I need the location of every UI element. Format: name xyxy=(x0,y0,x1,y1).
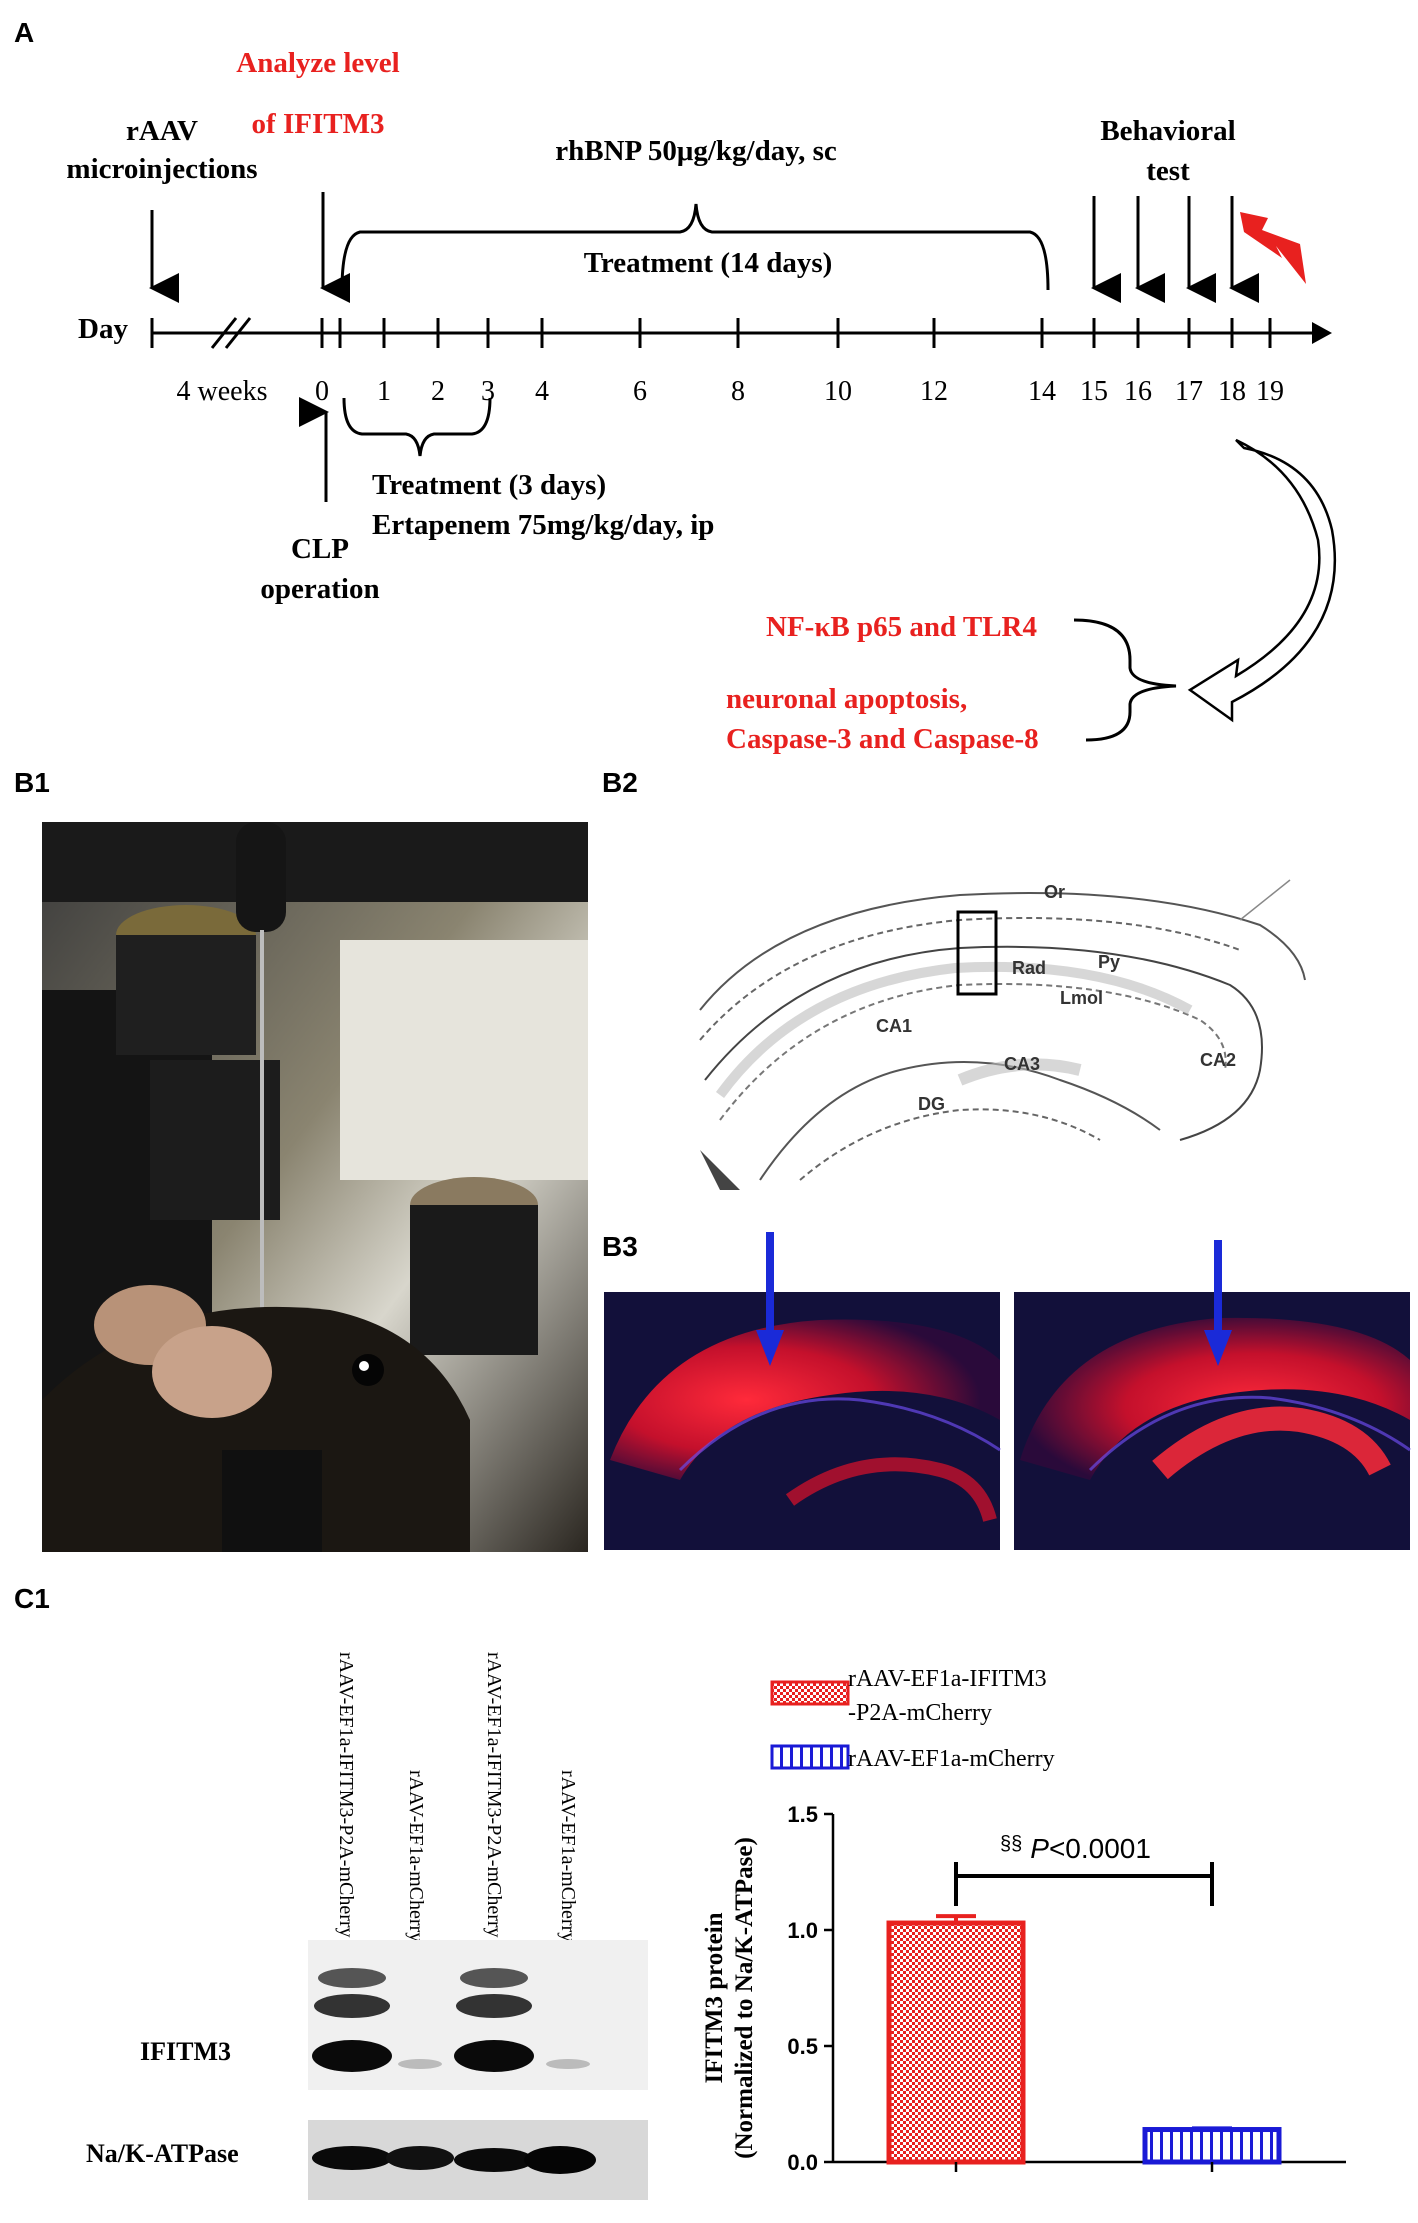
y-axis-label-2: (Normalized to Na/K-ATPase) xyxy=(731,1837,758,2159)
bar-mcherry xyxy=(1142,2127,1282,2165)
atlas-label-rad: Rad xyxy=(1012,958,1046,978)
bar-ifitm3 xyxy=(886,1920,1026,2165)
apoptosis-label-2: Caspase-3 and Caspase-8 xyxy=(726,723,1039,755)
treatment3-label: Treatment (3 days) xyxy=(372,469,606,501)
atlas-label-dg: DG xyxy=(918,1094,945,1114)
atlas-label-ca2: CA2 xyxy=(1200,1050,1236,1070)
apoptosis-label-1: neuronal apoptosis, xyxy=(726,683,967,715)
treatment14-label: Treatment (14 days) xyxy=(584,247,833,279)
shock-icon xyxy=(1240,212,1306,284)
y-tick-label: 1.5 xyxy=(787,1802,818,1827)
atlas-label-lmol: Lmol xyxy=(1060,988,1103,1008)
raav-label-2: microinjections xyxy=(66,153,257,185)
day-label-16: 16 xyxy=(1124,376,1152,407)
y-axis-label-1: IFITM3 protein xyxy=(701,1912,728,2083)
western-blot-ifitm3 xyxy=(308,1940,648,2090)
day-label-10: 10 xyxy=(824,376,852,407)
ertapenem-label: Ertapenem 75mg/kg/day, ip xyxy=(372,509,714,541)
atlas-label-ca3: CA3 xyxy=(1004,1054,1040,1074)
timeline: Analyze level of IFITM3 rAAV microinject… xyxy=(66,47,1337,755)
panel-label-c1: C1 xyxy=(14,1583,50,1614)
fluorescence-image-right xyxy=(1014,1240,1411,1550)
atlas-label-py: Py xyxy=(1098,952,1120,972)
hippocampus-atlas xyxy=(699,879,1310,1190)
atlas-label-or: Or xyxy=(1044,882,1065,902)
timeline-arrowhead xyxy=(1312,322,1332,344)
treatment3-brace xyxy=(342,397,492,457)
significance-annotation: §§ P<0.0001 xyxy=(1000,1833,1151,1864)
day-label: Day xyxy=(78,313,128,345)
y-tick-label: 1.0 xyxy=(787,1918,818,1943)
day-label-3: 3 xyxy=(481,376,495,407)
chart-legend: rAAV-EF1a-IFITM3 -P2A-mCherry rAAV-EF1a-… xyxy=(770,1666,1055,1772)
stereotaxic-photo xyxy=(42,822,588,1552)
nfkb-label: NF-κB p65 and TLR4 xyxy=(766,611,1037,643)
day-label-17: 17 xyxy=(1175,376,1203,407)
analyze-label-1: Analyze level xyxy=(236,47,399,79)
day-label-6: 6 xyxy=(633,376,647,407)
day-label-4: 4 xyxy=(535,376,549,407)
western-blot-atpase xyxy=(308,2120,648,2200)
atlas-label-ca1: CA1 xyxy=(876,1016,912,1036)
clp-label-2: operation xyxy=(260,573,379,605)
legend-swatch-ifitm3 xyxy=(770,1680,850,1706)
legend-label-mcherry: rAAV-EF1a-mCherry xyxy=(848,1746,1055,1772)
day-label-8: 8 xyxy=(731,376,745,407)
clp-label-1: CLP xyxy=(291,533,349,565)
day-label-15: 15 xyxy=(1080,376,1108,407)
day-label-12: 12 xyxy=(920,376,948,407)
day-label-2: 2 xyxy=(431,376,445,407)
fluorescence-image-left xyxy=(604,1232,1001,1550)
y-tick-label: 0.0 xyxy=(787,2150,818,2175)
lane-label-3: rAAV-EF1a-IFITM3-P2A-mCherry 2 xyxy=(483,1652,505,1953)
significance-symbol: §§ xyxy=(1000,1833,1022,1855)
behavioral-label-1: Behavioral xyxy=(1100,115,1235,147)
timeline-ticks xyxy=(150,318,1272,348)
rhbnp-label: rhBNP 50μg/kg/day, sc xyxy=(555,135,837,167)
day-label-14: 14 xyxy=(1028,376,1056,407)
y-tick-label: 0.5 xyxy=(787,2034,818,2059)
day-label-19: 19 xyxy=(1256,376,1284,407)
lane-label-1: rAAV-EF1a-IFITM3-P2A-mCherry 1 xyxy=(335,1652,357,1953)
lane-label-2: rAAV-EF1a-mCherry 1 xyxy=(405,1770,427,1957)
ifitm3-bar-chart: IFITM3 protein (Normalized to Na/K-ATPas… xyxy=(701,1802,1346,2175)
significance-value: <0.0001 xyxy=(1049,1833,1151,1864)
significance-p: P xyxy=(1030,1833,1049,1864)
analyze-label-2: of IFITM3 xyxy=(252,108,385,140)
raav-label-1: rAAV xyxy=(126,115,198,147)
legend-label-ifitm3-2: -P2A-mCherry xyxy=(848,1700,992,1726)
outcome-brace xyxy=(1073,618,1177,742)
treatment14-brace xyxy=(340,203,1050,291)
day-label-18: 18 xyxy=(1218,376,1246,407)
lane-label-4: rAAV-EF1a-mCherry 2 xyxy=(557,1770,579,1957)
legend-label-ifitm3-1: rAAV-EF1a-IFITM3 xyxy=(848,1666,1047,1692)
legend-swatch-mcherry xyxy=(770,1744,850,1770)
weeks-label: 4 weeks xyxy=(177,376,268,407)
day-label-1: 1 xyxy=(377,376,391,407)
panel-label-b2: B2 xyxy=(602,767,638,798)
panel-label-b1: B1 xyxy=(14,767,50,798)
blot-row-atpase: Na/K-ATPase xyxy=(86,2139,239,2168)
curved-arrow xyxy=(1187,438,1337,723)
panel-label-a: A xyxy=(14,17,34,48)
behavioral-label-2: test xyxy=(1146,155,1190,187)
panel-label-b3: B3 xyxy=(602,1231,638,1262)
day-label-0: 0 xyxy=(315,376,329,407)
blot-row-ifitm3: IFITM3 xyxy=(140,2037,231,2066)
